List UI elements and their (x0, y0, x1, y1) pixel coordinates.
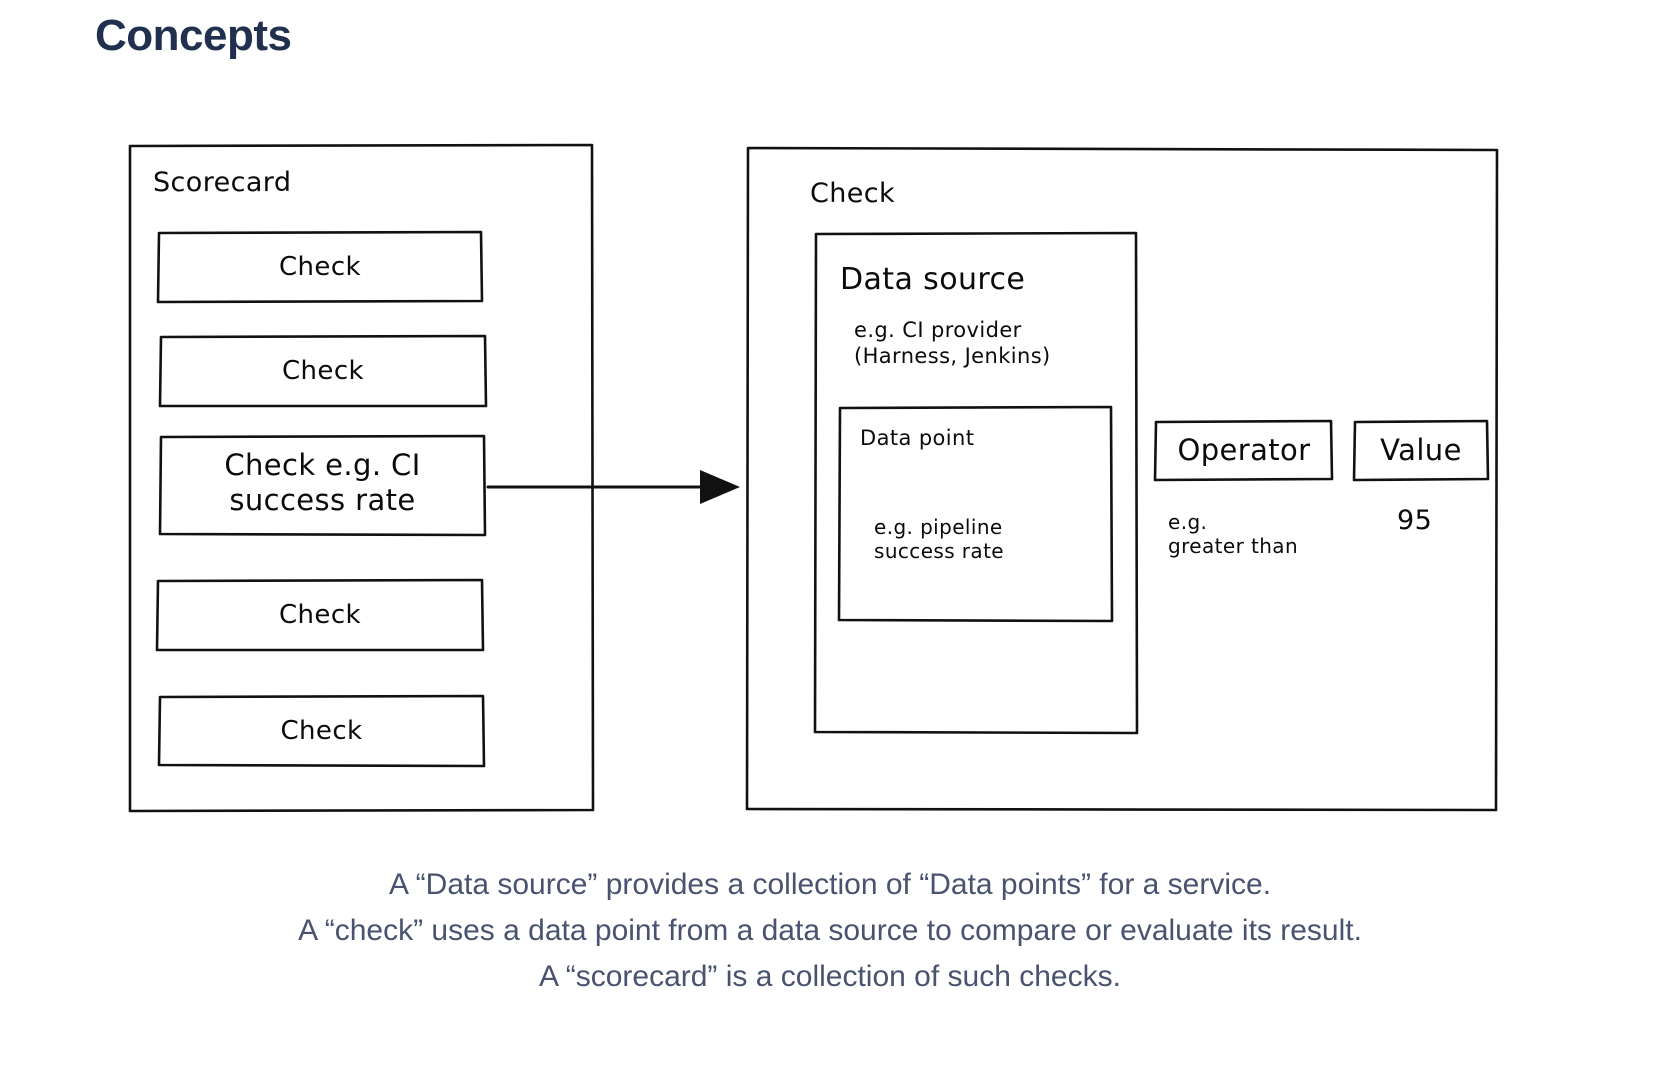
arrow-right-icon (486, 470, 740, 504)
operator-box-outline (1153, 419, 1334, 482)
scorecard-check-5-outline (157, 694, 486, 768)
scorecard-check-3-label[interactable]: Check e.g. CI success rate (224, 448, 421, 518)
value-label: Value (1380, 433, 1462, 467)
data-point-label: Data point (860, 426, 975, 450)
scorecard-label: Scorecard (153, 167, 292, 198)
value-example: 95 (1397, 505, 1433, 536)
scorecard-check-5-label[interactable]: Check (280, 716, 363, 746)
scorecard-check-4-label[interactable]: Check (279, 600, 361, 630)
caption-line-1: A “Data source” provides a collection of… (388, 868, 1272, 901)
operator-example: e.g. greater than (1168, 510, 1299, 559)
data-point-box-outline (837, 405, 1114, 623)
scorecard-check-3-outline (158, 434, 487, 537)
data-source-label: Data source (840, 262, 1026, 297)
page-title: Concepts (95, 11, 292, 60)
caption-line-2: A “check” uses a data point from a data … (298, 914, 1362, 947)
scorecard-check-1-label[interactable]: Check (279, 252, 361, 282)
data-source-box-outline (813, 231, 1139, 735)
scorecard-check-4-outline (155, 578, 485, 652)
value-box-outline (1352, 419, 1490, 482)
operator-label: Operator (1177, 433, 1311, 467)
data-source-example: e.g. CI provider (Harness, Jenkins) (854, 318, 1051, 368)
scorecard-check-1-outline (156, 230, 484, 304)
check-detail-container-outline (745, 146, 1499, 812)
check-detail-label: Check (810, 178, 896, 209)
caption-block: A “Data source” provides a collection of… (0, 862, 1660, 1000)
scorecard-container-outline (128, 143, 595, 813)
scorecard-check-2-outline (158, 334, 488, 408)
caption-line-3: A “scorecard” is a collection of such ch… (539, 960, 1121, 993)
scorecard-check-2-label[interactable]: Check (282, 356, 364, 386)
data-point-example: e.g. pipeline success rate (874, 515, 1005, 564)
